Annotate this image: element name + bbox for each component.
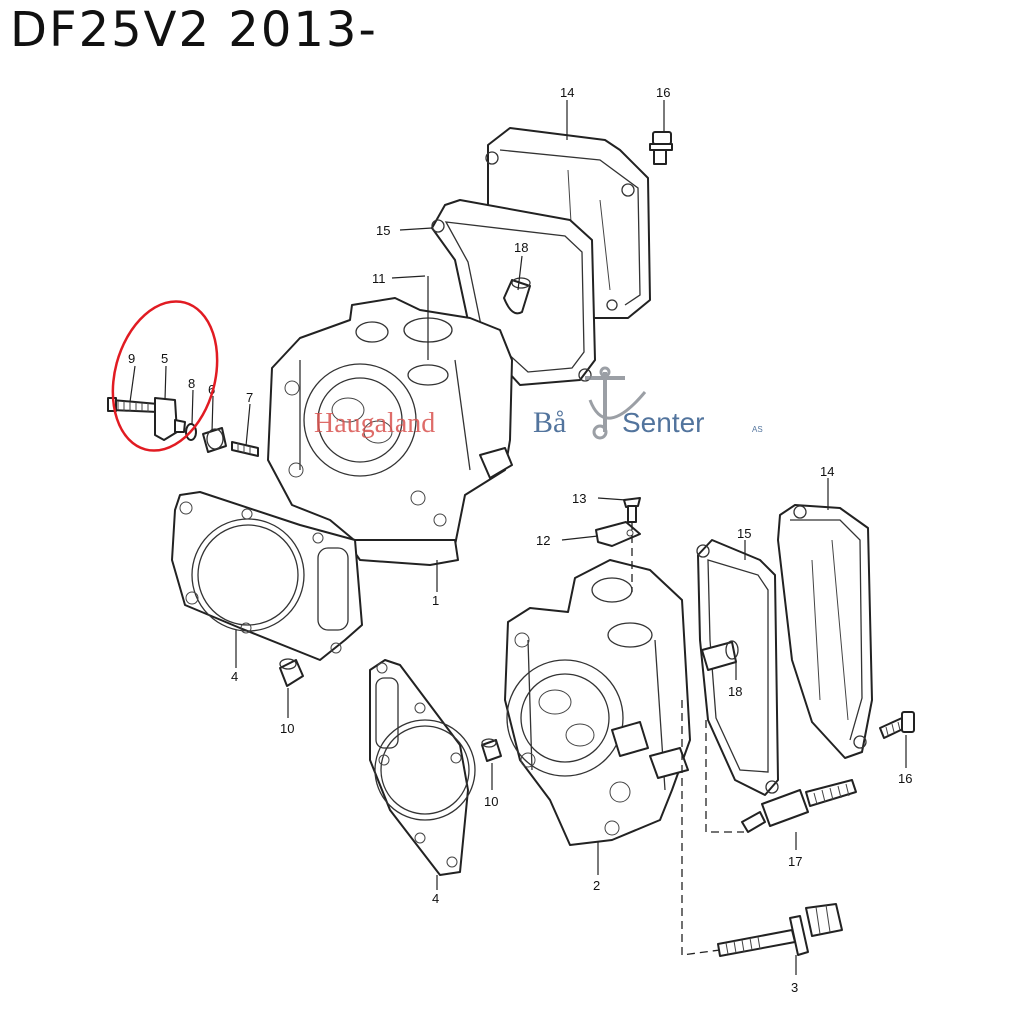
sensor-bracket-5 [154,397,186,441]
callout-3: 3 [791,980,798,995]
dowel-10-left [279,658,304,687]
highlight-circle [111,300,219,452]
callout-labels: 14 16 15 18 11 9 5 8 6 7 1 4 10 13 12 14… [128,85,912,995]
callout-13: 13 [572,491,586,506]
callout-9: 9 [128,351,135,366]
plate-12 [595,521,641,547]
watermark-text-3: Senter [622,407,705,438]
callout-16-upper: 16 [656,85,670,100]
callout-12: 12 [536,533,550,548]
callout-1: 1 [432,593,439,608]
callout-8: 8 [188,376,195,391]
spacer-6 [202,427,227,453]
head-bolt-3 [717,903,843,957]
screw-13 [623,497,641,523]
callout-5: 5 [161,351,168,366]
head-gasket-lower [369,659,476,876]
sleeve-18-upper [503,277,531,315]
leader-lines [129,100,907,975]
cylinder-head-lower [504,559,691,846]
dowel-10-center [481,738,502,762]
watermark-logo: Haugaland Bå Senter AS [314,366,763,440]
watermark-suffix: AS [752,425,763,434]
callout-15-lower: 15 [737,526,751,541]
bolt-16-lower [879,711,915,739]
anchor-icon [585,366,647,440]
callout-15-upper: 15 [376,223,390,238]
callout-14-lower: 14 [820,464,834,479]
spark-plug-17 [741,779,857,833]
callout-18-upper: 18 [514,240,528,255]
watermark-text-1: Haugaland [314,408,435,439]
callout-7: 7 [246,390,253,405]
callout-17: 17 [788,854,802,869]
head-gasket-upper [171,491,363,661]
callout-11: 11 [372,271,386,286]
callout-6: 6 [208,382,215,397]
screw-7 [231,441,259,457]
callout-4-upper: 4 [231,669,238,684]
watermark-text-2: Bå [533,406,566,439]
cylinder-head-cover-lower [777,504,873,759]
callout-16-lower: 16 [898,771,912,786]
page-title: DF25V2 2013- [10,2,378,58]
cylinder-head-upper [267,297,513,566]
callout-4-lower: 4 [432,891,439,906]
callout-10-left: 10 [280,721,294,736]
bolt-16-upper [649,131,673,165]
callout-2: 2 [593,878,600,893]
callout-18-lower: 18 [728,684,742,699]
sensor-bolt-9 [107,397,159,413]
callout-14-upper: 14 [560,85,574,100]
callout-10-center: 10 [484,794,498,809]
